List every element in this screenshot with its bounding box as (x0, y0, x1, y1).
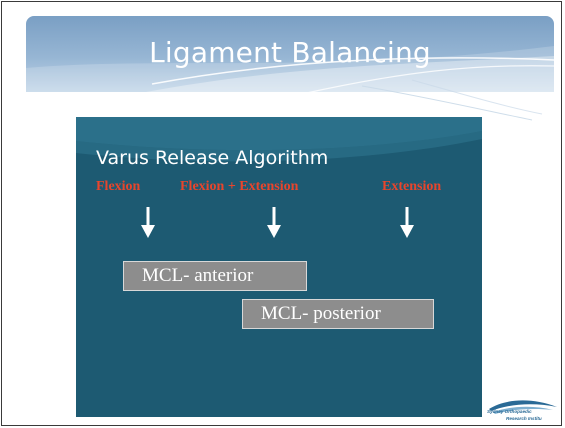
logo-text-line-2: Research Institu (506, 416, 542, 421)
release-box-mcl-anterior: MCL- anterior (123, 261, 307, 291)
condition-extension: Extension (382, 179, 442, 194)
algorithm-panel: Varus Release Algorithm Flexion Flexion … (76, 117, 482, 417)
algorithm-title: Varus Release Algorithm (96, 147, 329, 169)
down-arrow-icon (267, 207, 281, 238)
condition-flexion-extension: Flexion + Extension (180, 179, 299, 194)
release-box-mcl-posterior: MCL- posterior (242, 299, 434, 329)
slide-title: Ligament Balancing (149, 36, 431, 69)
down-arrow-icon (400, 207, 414, 238)
swoosh-logo-icon (489, 400, 557, 414)
down-arrow-icon (141, 207, 155, 238)
panel-gloss-decoration (76, 117, 482, 162)
condition-flexion: Flexion (96, 179, 141, 194)
logo-text-line-1: Sydney Orthopaedic (487, 409, 532, 414)
